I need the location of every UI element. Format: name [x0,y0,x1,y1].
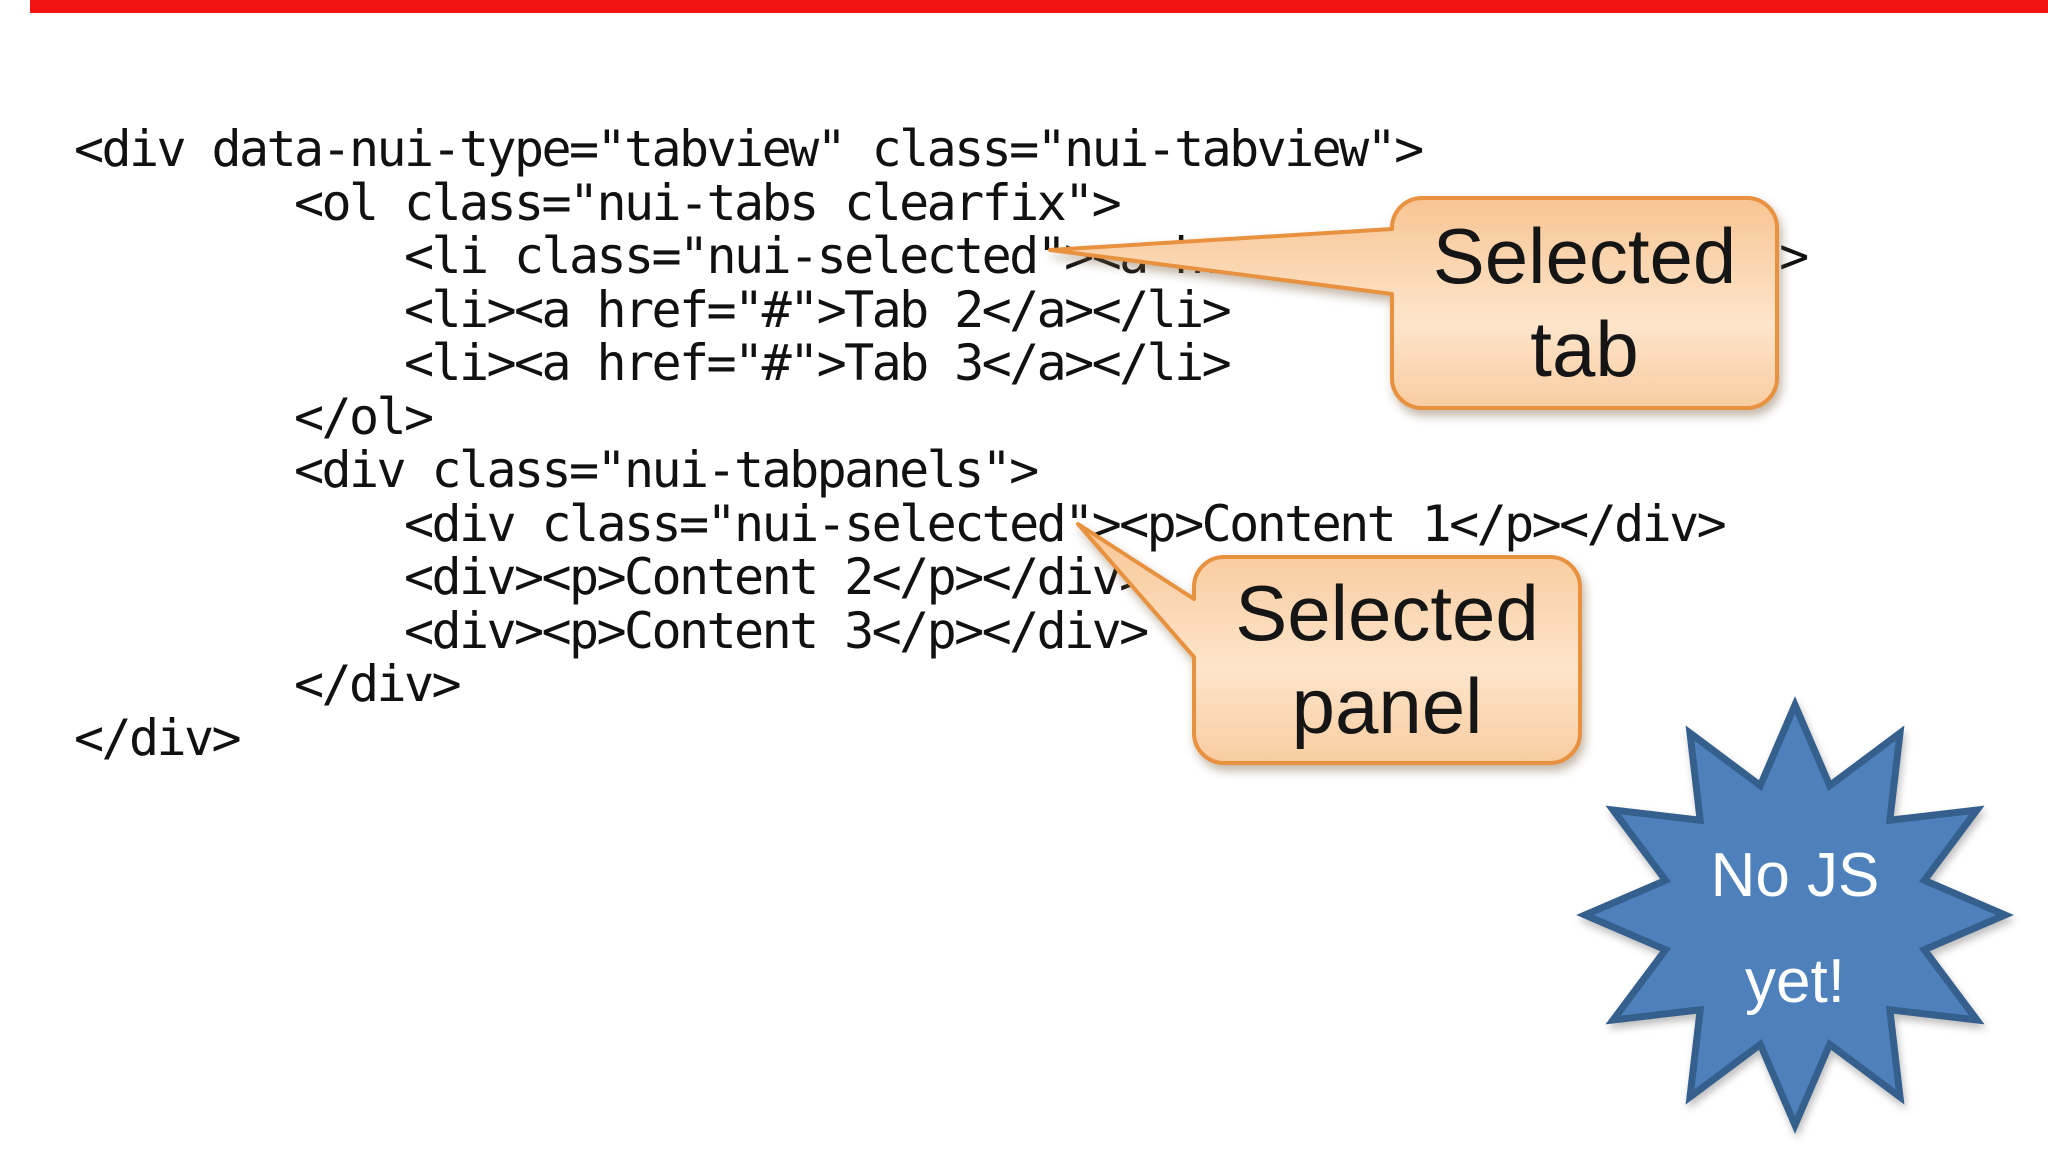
code-line: </div> [74,708,242,767]
callout-label-line: Selected [1432,212,1737,300]
callout-label-line: Selected [1235,569,1539,657]
code-line: </div> [74,655,462,713]
video-progress-bar [30,0,2048,13]
star-label-line: No JS [1710,841,1880,910]
star-badge-label: No JS yet! [1575,709,2015,1149]
callout-selected-panel-label: Selected panel [1194,557,1580,763]
code-line: <div class="nui-tabpanels"> [74,441,1039,499]
code-line: <div data-nui-type="tabview" class="nui-… [74,120,1424,178]
callout-label-line: panel [1291,662,1483,750]
code-line: <div class="nui-selected"><p>Content 1</… [74,494,1727,553]
callout-label-line: tab [1530,305,1639,393]
code-line: </ol> [74,387,434,446]
star-label-line: yet! [1745,947,1845,1016]
callout-selected-tab-label: Selected tab [1392,198,1777,408]
